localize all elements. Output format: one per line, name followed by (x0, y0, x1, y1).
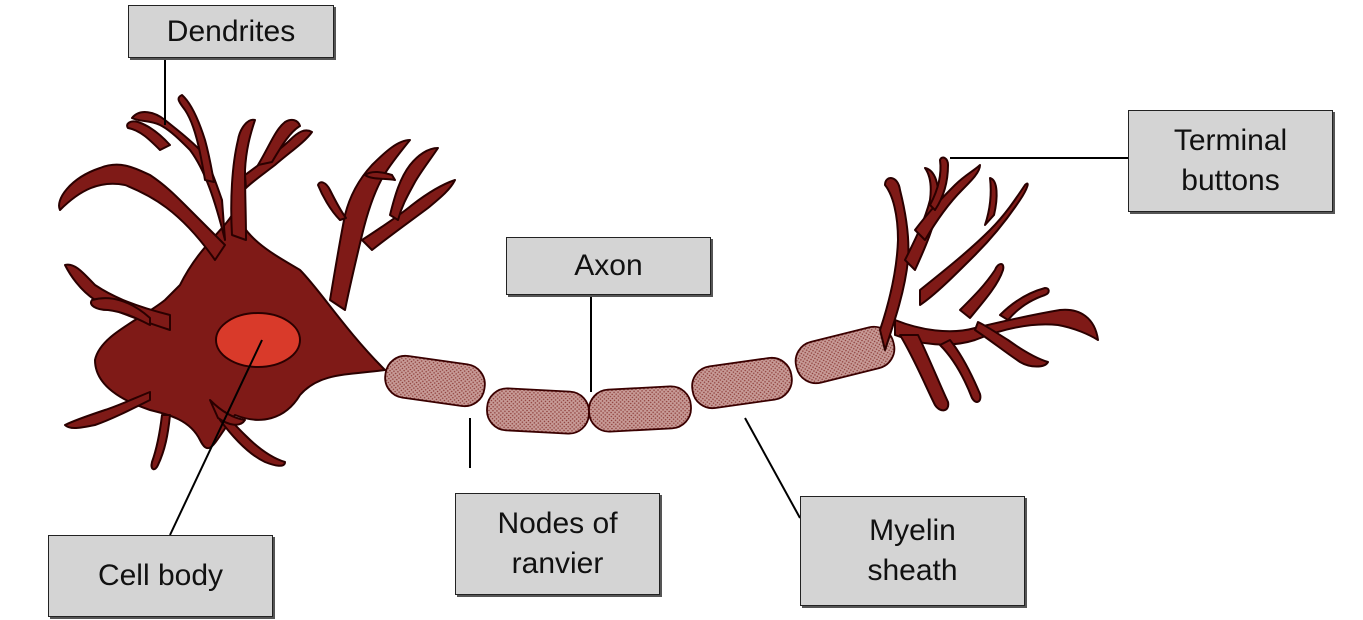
label-terminal-line2: buttons (1181, 164, 1280, 197)
cell-body-leader (169, 339, 263, 536)
label-myelin-sheath: Myelin sheath (800, 496, 1025, 606)
cell-body-shape (58, 94, 456, 471)
label-cell-body: Cell body (48, 535, 273, 617)
leader-lines (164, 57, 1128, 536)
myelin-leader (744, 417, 801, 519)
nucleus (215, 312, 301, 368)
label-nodes-line2: ranvier (511, 547, 604, 580)
label-nodes-of-ranvier: Nodes of ranvier (455, 493, 660, 595)
label-terminal-line1: Terminal (1173, 124, 1288, 157)
axon-terminal-shape (879, 156, 1099, 412)
myelin-sheath-segments (384, 325, 896, 435)
label-dendrites-text: Dendrites (166, 14, 296, 48)
label-cell-body-text: Cell body (97, 559, 224, 592)
label-dendrites: Dendrites (128, 5, 334, 58)
label-axon-text: Axon (574, 249, 643, 282)
label-myelin-line1: Myelin (869, 514, 956, 547)
label-nodes-line1: Nodes of (497, 507, 618, 540)
label-terminal-buttons: Terminal buttons (1128, 110, 1333, 212)
label-myelin-line2: sheath (867, 554, 958, 587)
label-axon: Axon (506, 237, 711, 295)
